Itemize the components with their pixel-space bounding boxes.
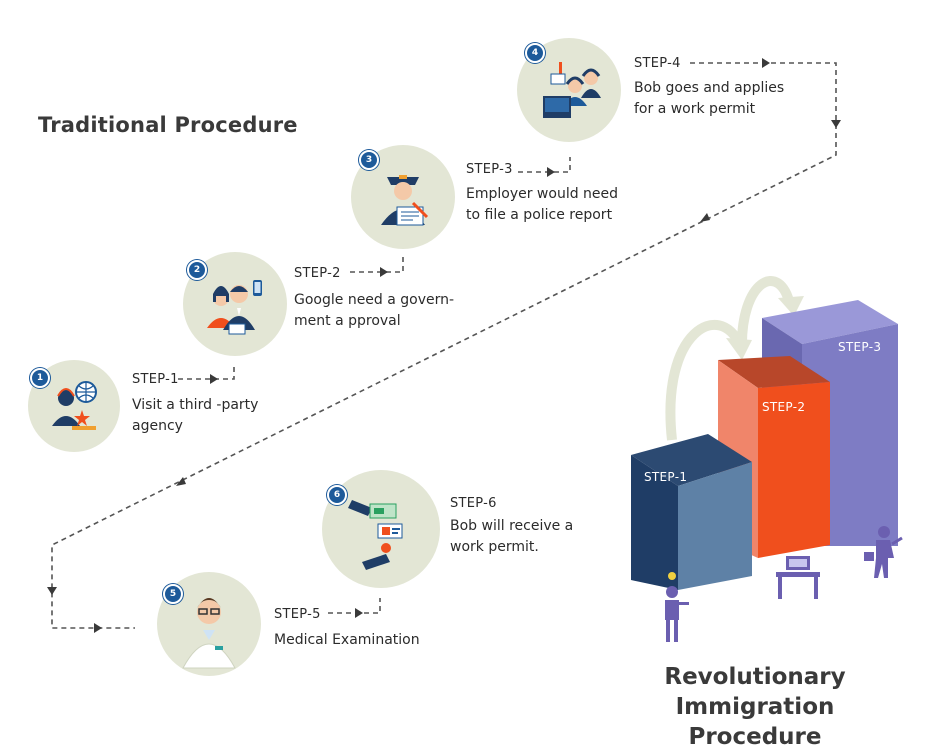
step-4-badge: 4 (525, 43, 545, 63)
step-3-line-2: to file a police report (466, 207, 613, 223)
step-6-circle (322, 470, 440, 588)
step-5-label: STEP-5 (274, 607, 321, 622)
thinking-person-icon (665, 572, 689, 642)
step-4-description: Bob goes and applies for a work permit (634, 78, 784, 120)
step-5-badge: 5 (163, 584, 183, 604)
connector-step-1 (178, 364, 235, 380)
step-2-line-2: ment a pproval (294, 313, 401, 329)
block-3-top (762, 300, 898, 344)
step-5-description: Medical Examination (274, 630, 420, 651)
block-1-top (631, 434, 752, 486)
step-3-label: STEP-3 (466, 162, 513, 177)
step-4-line-2: for a work permit (634, 101, 756, 117)
connector-step-2 (350, 257, 404, 273)
police-officer-icon (381, 175, 429, 226)
step-4-label: STEP-4 (634, 56, 681, 71)
work-permit-handover-icon (348, 500, 403, 570)
businessman-walking-icon (864, 526, 903, 578)
step-5-line-1: Medical Examination (274, 632, 420, 648)
doctor-icon (182, 598, 236, 669)
step-6-badge: 6 (327, 485, 347, 505)
step-6-line-1: Bob will receive a (450, 518, 574, 534)
step-2-badge: 2 (187, 260, 207, 280)
block-1-side (678, 462, 752, 590)
step-2-line-1: Google need a govern- (294, 292, 455, 308)
business-people-icon (207, 280, 262, 335)
step-2-label: STEP-2 (294, 266, 341, 281)
step-6-label: STEP-6 (450, 496, 497, 511)
step-6-description: Bob will receive a work permit. (450, 516, 573, 558)
connector-step-4-to-5 (51, 62, 837, 629)
office-workers-icon (543, 62, 601, 118)
step-6-line-2: work permit. (450, 539, 539, 555)
revolutionary-title-line-1: Revolutionary Immigration (664, 664, 846, 720)
block-1-front (631, 455, 678, 590)
step-3-description: Employer would need to file a police rep… (466, 184, 618, 226)
step-4-line-1: Bob goes and applies (634, 80, 785, 96)
office-desk-icon (776, 556, 820, 599)
step-3-line-1: Employer would need (466, 186, 619, 202)
block-3-label: STEP-3 (838, 340, 882, 354)
block-1-label: STEP-1 (644, 470, 688, 484)
block-2-front (758, 382, 830, 558)
block-2-label: STEP-2 (762, 400, 806, 414)
step-3-badge: 3 (359, 150, 379, 170)
curved-arrow-1-to-2 (665, 319, 745, 441)
step-1-badge: 1 (30, 368, 50, 388)
step-1-line-1: Visit a third -party (132, 397, 259, 413)
curved-arrow-2-to-3 (736, 276, 795, 351)
traditional-procedure-title: Traditional Procedure (38, 113, 298, 137)
step-1-line-2: agency (132, 418, 183, 434)
block-2-top (718, 356, 830, 388)
call-center-agent-icon (52, 381, 97, 430)
step-1-label: STEP-1 (132, 372, 179, 387)
step-1-description: Visit a third -party agency (132, 395, 258, 437)
step-2-description: Google need a govern- ment a pproval (294, 290, 454, 332)
